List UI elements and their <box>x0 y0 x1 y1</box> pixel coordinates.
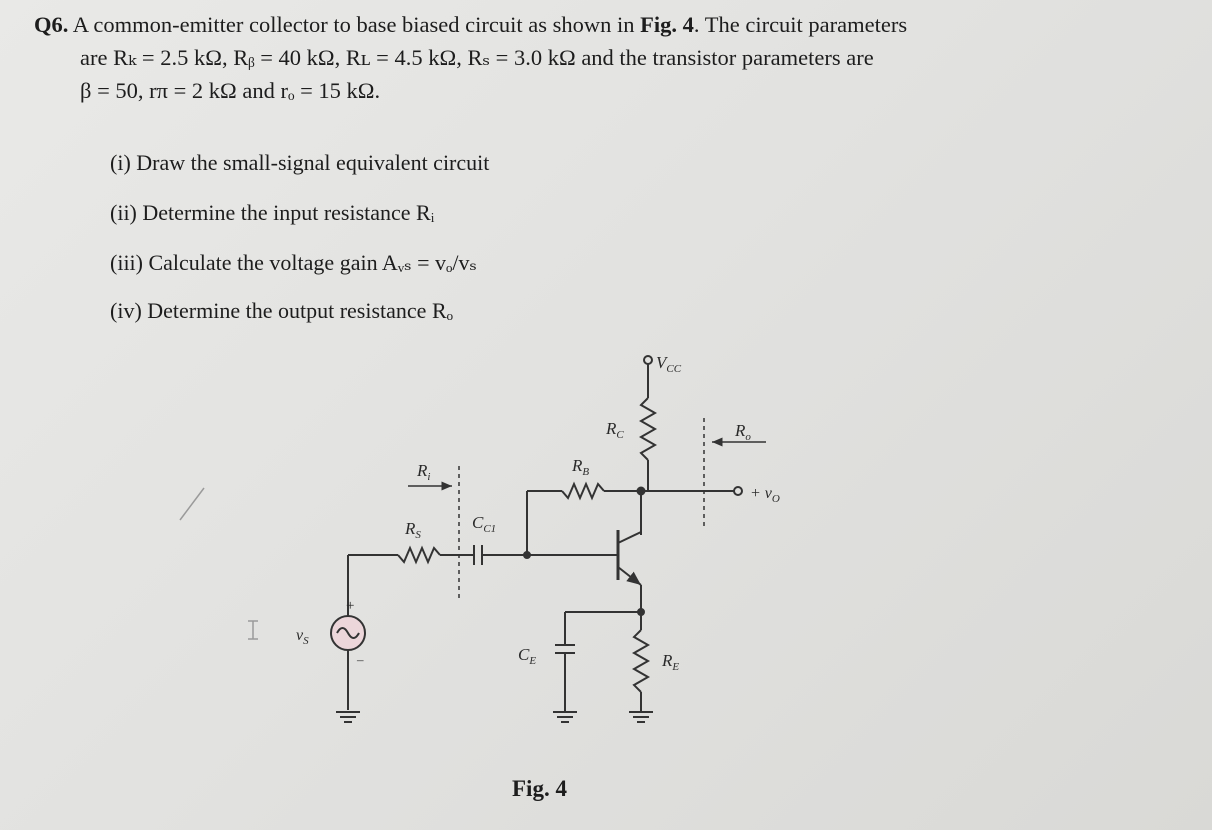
cc1-label: CC1 <box>472 513 496 535</box>
question-line-1: Q6. A common-emitter collector to base b… <box>34 12 908 37</box>
plus-sign: + <box>346 598 354 614</box>
output-terminal <box>733 486 743 496</box>
re-resistor <box>631 629 651 693</box>
rs-label: RS <box>404 519 421 541</box>
ro-label: Ro <box>734 421 751 443</box>
transistor-emitter <box>617 566 642 586</box>
question-number: Q6. <box>34 12 69 37</box>
vcc-label: VCC <box>656 353 682 375</box>
re-label: RE <box>661 651 679 673</box>
part-iii: (iii) Calculate the voltage gain Aᵥₛ = v… <box>110 250 477 275</box>
rc-resistor <box>638 397 658 461</box>
figure-reference: Fig. 4 <box>640 12 694 37</box>
ri-label: Ri <box>416 461 430 483</box>
question-line-2: are Rₖ = 2.5 kΩ, Rᵦ = 40 kΩ, Rʟ = 4.5 kΩ… <box>80 45 874 70</box>
vs-label: vS <box>296 627 309 647</box>
sine-icon <box>336 627 360 639</box>
question-line-3: β = 50, rπ = 2 kΩ and rₒ = 15 kΩ. <box>80 78 381 103</box>
transistor-collector <box>617 531 642 544</box>
part-i: (i) Draw the small-signal equivalent cir… <box>110 150 490 175</box>
vcc-terminal <box>643 355 653 365</box>
pen-mark-slash <box>179 487 205 521</box>
figure-caption: Fig. 4 <box>512 776 567 801</box>
part-iv: (iv) Determine the output resistance Rₒ <box>110 298 453 323</box>
question-text: Q6. A common-emitter collector to base b… <box>34 8 1194 107</box>
rs-resistor <box>397 545 441 565</box>
part-ii: (ii) Determine the input resistance Rᵢ <box>110 200 435 225</box>
rc-label: RC <box>605 419 624 441</box>
rb-label: RB <box>571 456 589 478</box>
ce-label: CE <box>518 645 536 667</box>
vo-label: + vO <box>750 485 780 505</box>
rb-resistor <box>561 481 605 501</box>
minus-sign: – <box>356 652 364 667</box>
